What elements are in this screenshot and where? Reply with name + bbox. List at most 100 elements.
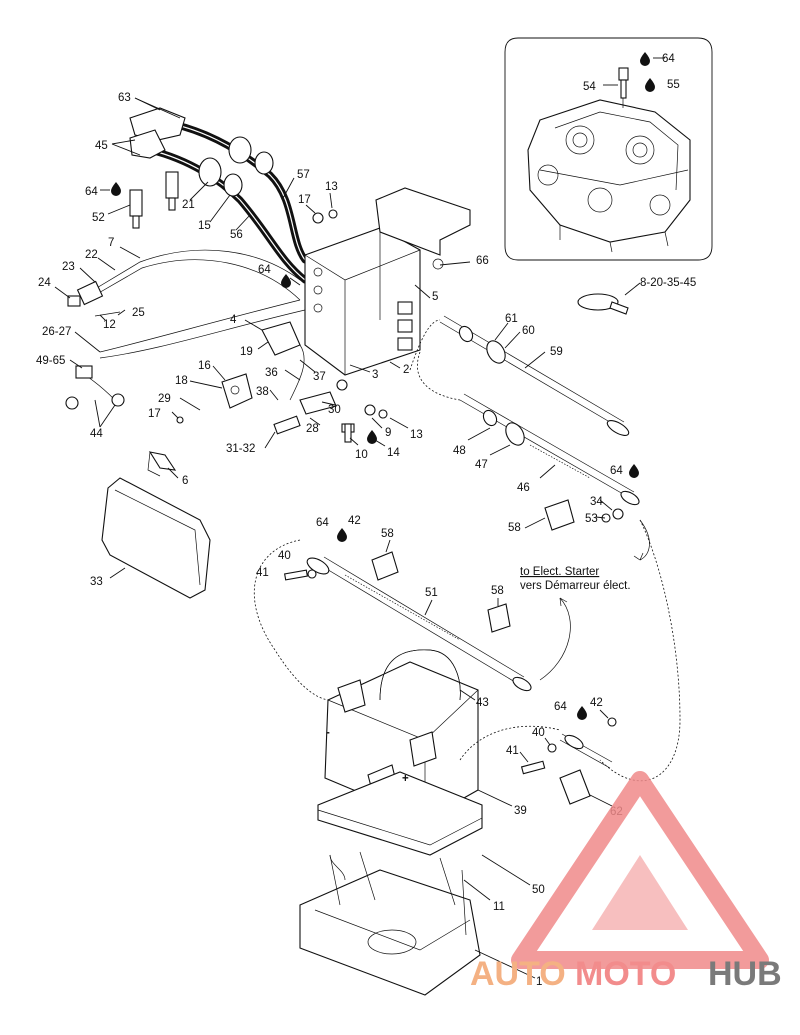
callout-3: 3 [372, 369, 378, 381]
callouts-middle: 4 19 16 18 36 37 38 29 17 30 28 31-32 [148, 314, 341, 455]
callout-41: 41 [256, 567, 269, 579]
callout-31-32: 31-32 [226, 443, 255, 455]
callouts-upper-left: 63 45 64 52 21 15 56 57 [85, 92, 310, 241]
callout-13: 13 [410, 429, 423, 441]
sensor-54 [618, 67, 629, 108]
callout-61: 61 [505, 313, 518, 325]
engine-block-illustration [527, 99, 691, 253]
tool-pouch: 6 33 [90, 451, 211, 599]
callout-4: 4 [230, 314, 237, 326]
callout-47: 47 [475, 459, 488, 471]
callout-55: 55 [667, 79, 680, 91]
sealant-drop-icon [111, 182, 121, 196]
callout-12: 12 [103, 319, 116, 331]
callout-59: 59 [550, 346, 563, 358]
callout-13: 13 [325, 181, 338, 193]
callouts-right: 61 60 59 48 47 46 64 34 53 [453, 313, 639, 525]
callouts-positive: 64 42 40 41 62 [506, 697, 623, 818]
callout-9: 9 [385, 427, 391, 439]
starter-note: to Elect. Starter vers Démarreur élect. [520, 519, 650, 681]
callout-42: 42 [348, 515, 361, 527]
callout-21: 21 [182, 199, 195, 211]
callout-24: 24 [38, 277, 51, 289]
battery-cables-right [409, 315, 681, 782]
callout-57: 57 [297, 169, 310, 181]
sealant-drop-icon [577, 706, 587, 720]
callout-33: 33 [90, 576, 103, 588]
callout-6: 6 [182, 475, 188, 487]
sealant-drop-icon [640, 52, 650, 66]
callout-56: 56 [230, 229, 243, 241]
callout-11: 11 [493, 901, 505, 913]
battery-negative-mark: - [326, 727, 330, 739]
callouts-box: 66 64 5 3 2 [258, 255, 489, 381]
callouts-neg-cable: 64 42 58 40 41 51 58 [256, 515, 504, 616]
callout-29: 29 [158, 393, 171, 405]
callout-64: 64 [610, 465, 623, 477]
callout-64: 64 [662, 53, 675, 65]
callout-42: 42 [590, 697, 603, 709]
callout-28: 28 [306, 423, 319, 435]
electrical-box [304, 187, 471, 376]
note-to-starter-en: to Elect. Starter [520, 566, 599, 578]
engine-inset: 64 54 55 [504, 37, 713, 261]
cable-tie: 8-20-35-45 [577, 277, 696, 315]
callout-26-27: 26-27 [42, 326, 71, 338]
callout-64: 64 [316, 517, 329, 529]
battery-assembly [299, 649, 483, 996]
callout-16: 16 [198, 360, 211, 372]
callout-52: 52 [92, 212, 105, 224]
positive-terminal [459, 717, 617, 805]
callout-10: 10 [355, 449, 368, 461]
callout-58: 58 [508, 522, 521, 534]
callout-5: 5 [432, 291, 438, 303]
sealant-drop-icon [367, 430, 377, 444]
callout-64: 64 [258, 264, 271, 276]
sealant-drop-icon [337, 528, 347, 542]
callout-18: 18 [175, 375, 188, 387]
callout-1: 1 [536, 976, 542, 988]
callout-58: 58 [491, 585, 504, 597]
callout-50: 50 [532, 884, 545, 896]
sealant-drop-icon [281, 274, 291, 288]
callout-40: 40 [532, 727, 545, 739]
callout-46: 46 [517, 482, 530, 494]
watermark-auto: AUTO [470, 955, 566, 993]
callout-22: 22 [85, 249, 98, 261]
callout-49-65: 49-65 [36, 355, 65, 367]
callout-44: 44 [90, 428, 103, 440]
callout-14: 14 [387, 447, 400, 459]
callout-45: 45 [95, 140, 108, 152]
callout-64: 64 [85, 186, 98, 198]
callout-66: 66 [476, 255, 489, 267]
callout-17: 17 [298, 194, 311, 206]
callout-37: 37 [313, 371, 326, 383]
relay-components [176, 321, 388, 435]
callout-41: 41 [506, 745, 519, 757]
callout-43: 43 [476, 697, 489, 709]
callout-63: 63 [118, 92, 131, 104]
callout-60: 60 [522, 325, 535, 337]
callout-30: 30 [328, 404, 341, 416]
callout-53: 53 [585, 513, 598, 525]
callout-51: 51 [425, 587, 438, 599]
callout-25: 25 [132, 307, 145, 319]
callout-8-20-35-45: 8-20-35-45 [640, 277, 696, 289]
callout-64: 64 [554, 701, 567, 713]
wiring-harness [65, 249, 306, 410]
callout-36: 36 [265, 367, 278, 379]
callout-34: 34 [590, 496, 603, 508]
watermark-moto: MOTO [575, 955, 676, 993]
negative-cable [253, 539, 532, 701]
fasteners-top: 17 13 [298, 181, 338, 224]
callout-17: 17 [148, 408, 161, 420]
callout-19: 19 [240, 346, 253, 358]
terminal-cover-58a: 58 [508, 499, 575, 534]
callout-38: 38 [256, 386, 269, 398]
callout-15: 15 [198, 220, 211, 232]
callout-2: 2 [403, 364, 409, 376]
callout-58: 58 [381, 528, 394, 540]
watermark-logo: AUTO MOTO HUB [470, 771, 782, 993]
callout-40: 40 [278, 550, 291, 562]
